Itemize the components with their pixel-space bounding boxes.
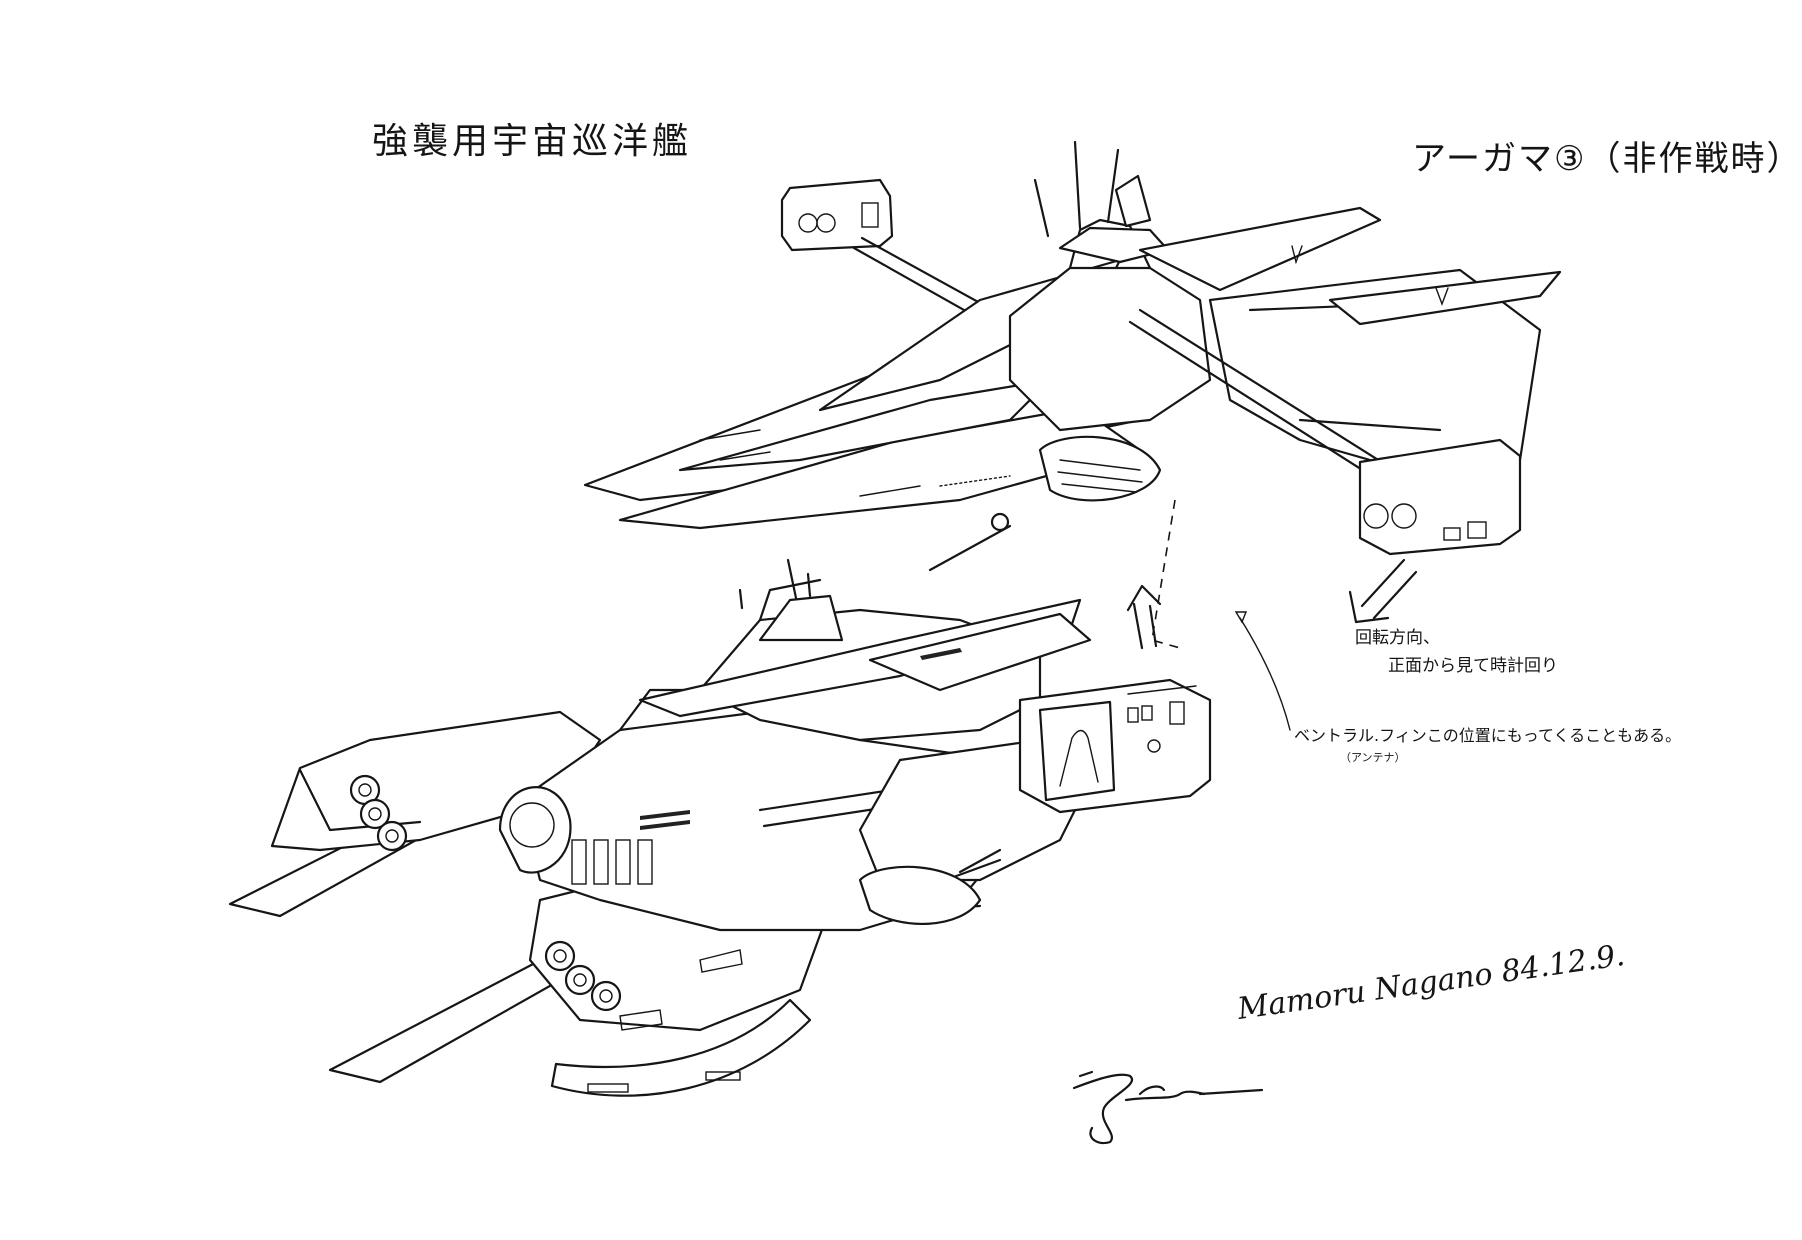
mechanical-line-art [228,140,1562,1145]
upper-ship-drawing [583,140,1562,572]
rotation-note-line1: 回転方向、 [1355,628,1440,648]
signature-scribble [1072,1070,1264,1145]
fin-position-guide [1151,499,1181,649]
up-arrow-icon [1126,584,1162,650]
sheet-title: 強襲用宇宙巡洋艦 [372,121,693,162]
rotation-arrow-icon [1348,558,1418,624]
ship-name-label: アーガマ③（非作戦時） [1412,139,1802,179]
lower-ship-drawing [228,558,1212,1097]
note-leader-line [1239,617,1291,731]
rotation-note-line2: 正面から見て時計回り [1388,656,1558,676]
ventral-fin-note: ベントラル.フィンこの位置にもってくることもある。 [1294,726,1682,745]
antenna-note: （アンテナ） [1340,751,1406,764]
design-sheet: 強襲用宇宙巡洋艦 アーガマ③（非作戦時） 回転方向、 正面から見て時計回り ベン… [228,121,1801,1145]
